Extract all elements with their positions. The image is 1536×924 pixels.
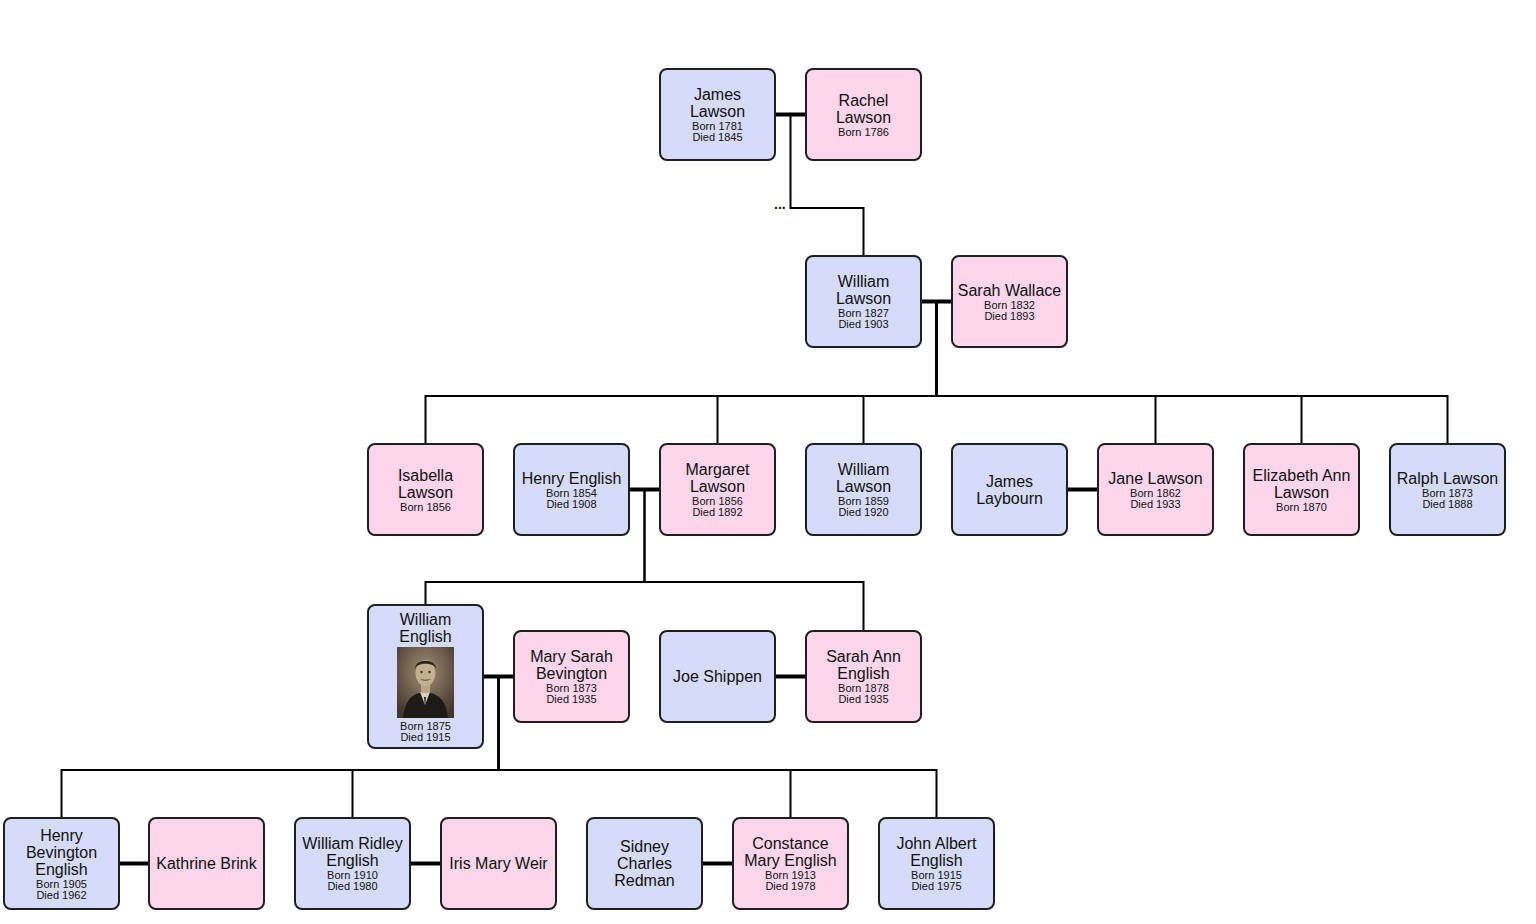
life-date: Born 1854 <box>546 488 597 499</box>
marriage-line <box>120 862 148 866</box>
person-name: William Lawson <box>819 273 909 307</box>
person-box: Constance Mary EnglishBorn 1913Died 1978 <box>732 817 849 910</box>
person-name: William Ridley English <box>297 835 409 869</box>
person-box: Henry Bevington EnglishBorn 1905Died 196… <box>3 817 120 910</box>
person-box: Ralph LawsonBorn 1873Died 1888 <box>1389 443 1506 536</box>
person-name: Henry English <box>522 470 622 487</box>
person-name: James Lawson <box>673 86 763 120</box>
life-date: Born 1873 <box>1422 488 1473 499</box>
life-date: Died 1980 <box>327 881 377 892</box>
person-box: Elizabeth Ann LawsonBorn 1870 <box>1243 443 1360 536</box>
person-box: William Ridley EnglishBorn 1910Died 1980 <box>294 817 411 910</box>
life-date: Born 1786 <box>838 127 889 138</box>
life-date: Died 1978 <box>765 881 815 892</box>
marriage-line <box>776 675 805 679</box>
person-name: Jane Lawson <box>1108 470 1202 487</box>
person-box: James LawsonBorn 1781Died 1845 <box>659 68 776 161</box>
life-date: Died 1893 <box>984 311 1034 322</box>
life-date: Died 1915 <box>400 732 450 743</box>
person-name: Constance Mary English <box>735 835 847 869</box>
life-date: Born 1873 <box>546 683 597 694</box>
life-date: Born 1878 <box>838 683 889 694</box>
life-date: Died 1845 <box>692 132 742 143</box>
person-name: James Laybourn <box>965 473 1055 507</box>
person-name: John Albert English <box>881 835 993 869</box>
person-box: Sarah Ann EnglishBorn 1878Died 1935 <box>805 630 922 723</box>
descent-line <box>426 302 937 444</box>
life-date: Died 1962 <box>36 890 86 901</box>
person-box: William LawsonBorn 1859Died 1920 <box>805 443 922 536</box>
life-date: Born 1827 <box>838 308 889 319</box>
person-box: Iris Mary Weir <box>440 817 557 910</box>
life-date: Born 1856 <box>692 496 743 507</box>
person-box: Jane LawsonBorn 1862Died 1933 <box>1097 443 1214 536</box>
person-name: Mary Sarah Bevington <box>516 648 628 682</box>
person-name: Margaret Lawson <box>673 461 763 495</box>
life-date: Died 1933 <box>1130 499 1180 510</box>
person-name: Elizabeth Ann Lawson <box>1246 467 1358 501</box>
life-date: Born 1859 <box>838 496 889 507</box>
person-box: Isabella LawsonBorn 1856 <box>367 443 484 536</box>
life-date: Died 1908 <box>546 499 596 510</box>
life-date: Born 1905 <box>36 879 87 890</box>
person-name: Henry Bevington English <box>6 827 118 878</box>
person-box: Henry EnglishBorn 1854Died 1908 <box>513 443 630 536</box>
person-name: Sarah Wallace <box>958 282 1061 299</box>
person-name: Sarah Ann English <box>808 648 920 682</box>
person-box: Joe Shippen <box>659 630 776 723</box>
person-box: Sidney Charles Redman <box>586 817 703 910</box>
person-box: Rachel LawsonBorn 1786 <box>805 68 922 161</box>
life-date: Born 1913 <box>765 870 816 881</box>
person-box: Mary Sarah BevingtonBorn 1873Died 1935 <box>513 630 630 723</box>
person-box: John Albert EnglishBorn 1915Died 1975 <box>878 817 995 910</box>
omission-mark: ... <box>774 197 786 211</box>
person-name: Iris Mary Weir <box>449 855 547 872</box>
person-name: Kathrine Brink <box>156 855 257 872</box>
person-box: Kathrine Brink <box>148 817 265 910</box>
life-date: Died 1888 <box>1422 499 1472 510</box>
person-box: William LawsonBorn 1827Died 1903 <box>805 255 922 348</box>
person-name: Ralph Lawson <box>1397 470 1498 487</box>
life-date: Born 1875 <box>400 721 451 732</box>
person-name: William English <box>381 611 471 645</box>
life-date: Died 1892 <box>692 507 742 518</box>
person-name: Rachel Lawson <box>819 92 909 126</box>
person-name: Sidney Charles Redman <box>605 838 685 889</box>
life-date: Died 1975 <box>911 881 961 892</box>
marriage-line <box>1068 488 1097 492</box>
life-date: Born 1915 <box>911 870 962 881</box>
life-date: Died 1935 <box>838 694 888 705</box>
life-date: Born 1910 <box>327 870 378 881</box>
life-date: Born 1856 <box>400 502 451 513</box>
person-name: Isabella Lawson <box>381 467 471 501</box>
life-date: Died 1935 <box>546 694 596 705</box>
life-date: Born 1870 <box>1276 502 1327 513</box>
person-name: William Lawson <box>819 461 909 495</box>
life-date: Born 1832 <box>984 300 1035 311</box>
marriage-line <box>703 862 732 866</box>
life-date: Died 1903 <box>838 319 888 330</box>
person-box: Margaret LawsonBorn 1856Died 1892 <box>659 443 776 536</box>
life-date: Born 1862 <box>1130 488 1181 499</box>
person-box: James Laybourn <box>951 443 1068 536</box>
portrait-photo <box>397 647 454 718</box>
life-date: Died 1920 <box>838 507 888 518</box>
person-name: Joe Shippen <box>673 668 762 685</box>
person-box: Sarah WallaceBorn 1832Died 1893 <box>951 255 1068 348</box>
marriage-line <box>411 862 440 866</box>
life-date: Born 1781 <box>692 121 743 132</box>
